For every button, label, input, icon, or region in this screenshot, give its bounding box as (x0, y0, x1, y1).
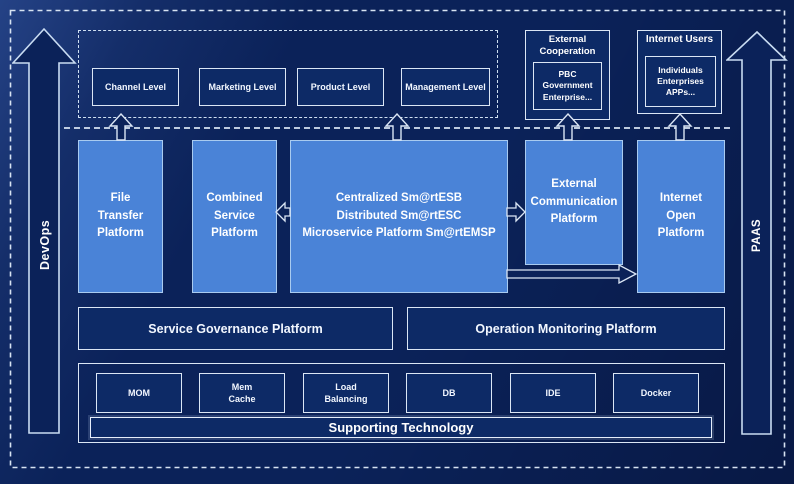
supporting-technology-bar: Supporting Technology (90, 417, 712, 438)
service-governance-box: Service Governance Platform (78, 307, 393, 350)
platform-combined-service: Combined Service Platform (192, 140, 277, 293)
internet-users-box: Internet Users Individuals Enterprises A… (637, 30, 722, 114)
internet-users-body: Individuals Enterprises APPs... (645, 56, 716, 107)
level-box-management: Management Level (401, 68, 490, 106)
platform-internet-open: Internet Open Platform (637, 140, 725, 293)
external-cooperation-body: PBC Government Enterprise... (533, 62, 602, 110)
up-arrow-icon (555, 113, 581, 141)
tech-box-ide: IDE (510, 373, 596, 413)
up-arrow-icon (384, 113, 410, 141)
platform-central-esb: Centralized Sm@rtESB Distributed Sm@rtES… (290, 140, 508, 293)
tech-box-load-balancing: Load Balancing (303, 373, 389, 413)
tech-box-mom: MOM (96, 373, 182, 413)
tech-box-docker: Docker (613, 373, 699, 413)
up-arrow-icon (108, 113, 134, 141)
long-right-arrow-icon (506, 264, 638, 284)
up-arrow-icon (667, 113, 693, 141)
level-box-product: Product Level (297, 68, 384, 106)
internet-users-title: Internet Users (645, 34, 714, 45)
paas-label: PAAS (751, 218, 763, 252)
level-box-marketing: Marketing Level (199, 68, 286, 106)
platform-external-communication: External Communication Platform (525, 140, 623, 265)
platform-file-transfer: File Transfer Platform (78, 140, 163, 293)
external-cooperation-title: External Cooperation (539, 34, 596, 57)
operation-monitoring-box: Operation Monitoring Platform (407, 307, 725, 350)
left-arrow-icon (275, 201, 291, 223)
tech-box-mem-cache: Mem Cache (199, 373, 285, 413)
external-cooperation-box: External Cooperation PBC Government Ente… (525, 30, 610, 120)
devops-label: DevOps (38, 219, 52, 271)
right-arrow-icon (506, 201, 526, 223)
level-box-channel: Channel Level (92, 68, 179, 106)
tech-box-db: DB (406, 373, 492, 413)
